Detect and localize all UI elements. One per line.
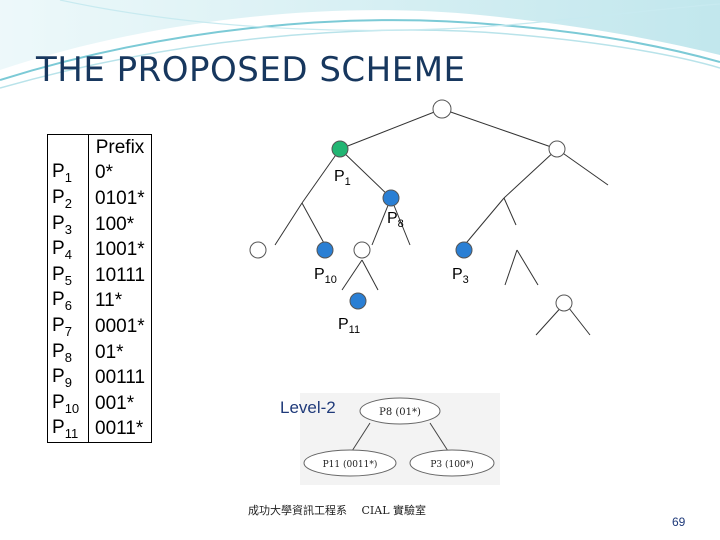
table-row: P7 0001* (47, 314, 152, 340)
label-p3: P3 (452, 266, 469, 286)
label-p8: P8 (387, 210, 404, 230)
prefix-name: P2 (47, 186, 89, 212)
table-row: P11 0011* (47, 416, 152, 443)
trie-edge (503, 148, 558, 199)
trie-edge (503, 197, 517, 226)
level2-right-label: P3 (100*) (430, 459, 473, 470)
prefix-name: P7 (47, 314, 89, 340)
trie-edge (339, 148, 392, 199)
trie-node-empty (548, 140, 566, 158)
trie-edge (556, 148, 609, 186)
trie-node-empty (555, 294, 573, 312)
level2-left-label: P11 (0011*) (323, 459, 378, 470)
prefix-name: P5 (47, 262, 89, 289)
trie-edge (341, 259, 363, 291)
trie-edge (441, 108, 558, 150)
prefix-value: 0101* (95, 187, 145, 209)
trie-node-p3 (455, 241, 473, 259)
table-row: P6 11* (47, 288, 152, 315)
trie-edge (516, 249, 539, 286)
level2-root-label: P8 (01*) (379, 407, 421, 418)
trie-nodes (249, 99, 573, 312)
prefix-name: P8 (47, 339, 89, 366)
level2-edge (351, 422, 371, 452)
prefix-value: 0* (95, 162, 113, 184)
label-p10: P10 (314, 266, 337, 286)
level2-right-node (409, 449, 495, 477)
prefix-value: 001* (95, 392, 135, 414)
prefix-value: 100* (95, 213, 135, 235)
prefix-value: 0001* (95, 315, 145, 337)
trie-node-p10 (316, 241, 334, 259)
trie-node-empty (353, 241, 371, 259)
table-row: P10 001* (47, 390, 152, 417)
level2-root-node (359, 397, 441, 425)
table-row: P3 100* (47, 211, 152, 238)
trie-edge (301, 148, 341, 204)
trie-edge (461, 197, 505, 249)
label-p11: P11 (338, 316, 360, 336)
slide-title: THE PROPOSED SCHEME (36, 50, 466, 90)
page-number: 69 (672, 515, 686, 529)
prefix-name: P1 (47, 160, 89, 187)
prefix-name: P6 (47, 288, 89, 315)
table-row: P4 1001* (47, 237, 152, 263)
prefix-name: P9 (47, 365, 89, 391)
prefix-table: Prefix P1 0* P2 0101* P3 100* P4 1001* P… (47, 134, 153, 444)
trie-edge (339, 108, 443, 150)
prefix-column-header: Prefix (95, 136, 145, 158)
level2-panel: P8 (01*) P11 (0011*) P3 (100*) (300, 393, 500, 485)
label-p1: P1 (334, 168, 351, 188)
prefix-value: 0011* (95, 418, 144, 440)
trie-edges (274, 108, 609, 336)
trie-node-empty (432, 99, 452, 119)
prefix-name: P10 (47, 390, 89, 417)
table-row: P9 00111 (47, 365, 152, 391)
trie-node-p11 (349, 292, 367, 310)
table-header-empty (47, 134, 89, 161)
prefix-name: P4 (47, 237, 89, 263)
table-row: P1 0* (47, 160, 152, 187)
trie-edge (301, 202, 326, 246)
prefix-value: 11* (95, 290, 123, 312)
prefix-name: P11 (47, 416, 89, 443)
level2-diagram: P8 (01*) P11 (0011*) P3 (100*) (303, 397, 495, 477)
prefix-value: 00111 (95, 367, 146, 389)
table-header-row: Prefix (47, 134, 152, 161)
level2-label: Level-2 (280, 398, 336, 417)
prefix-value: 01* (95, 341, 124, 363)
table-row: P8 01* (47, 339, 152, 366)
trie-edge (504, 249, 518, 286)
header-wave-decoration (0, 0, 720, 89)
trie-node-p8 (382, 189, 400, 207)
trie-edge (274, 202, 303, 246)
trie-node-empty (249, 241, 267, 259)
table-row: P2 0101* (47, 186, 152, 212)
footer-text: 成功大學資訊工程系 CIAL 實驗室 (248, 504, 427, 517)
level2-edge (429, 422, 449, 452)
prefix-value: 10111 (95, 264, 146, 286)
trie-node-p1 (331, 140, 349, 158)
level2-left-node (303, 449, 397, 477)
table-row: P5 10111 (47, 262, 152, 289)
prefix-name: P3 (47, 211, 89, 238)
prefix-value: 1001* (95, 239, 145, 261)
trie-edge (361, 259, 379, 291)
trie-diagram: P1 P8 P10 P3 P11 (249, 99, 609, 336)
